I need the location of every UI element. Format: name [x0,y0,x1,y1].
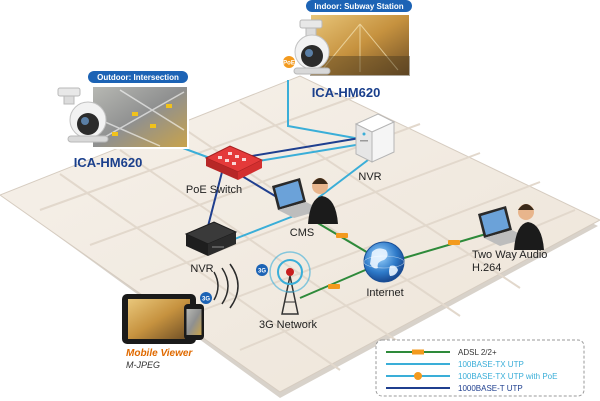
link-switch-nvr-top-a [239,137,361,159]
tablet-icon [122,294,196,344]
internet-globe: Internet [363,241,405,299]
globe-icon [363,241,405,283]
location-badge-indoor [306,0,412,12]
3g-badge-a [256,264,268,276]
internet-label: Internet [366,287,403,299]
legend-item: ADSL 2/2+ [386,348,497,357]
mobile-viewer: Mobile Viewer M-JPEG [122,294,204,370]
outdoor-camera-model: ICA-HM620 [74,155,143,170]
3g-badge-a-text: 3G [258,269,266,275]
cell-tower-icon [269,251,311,315]
legend: ADSL 2/2+ 100BASE-TX UTP 100BASE-TX UTP wi… [375,339,585,397]
audio-codec-label: H.264 [472,262,501,274]
nvr-left: NVR [184,221,238,275]
dome-camera-icon [57,87,109,143]
location-badge-outdoor [88,71,188,83]
mobile-viewer-codec: M-JPEG [126,360,160,370]
legend-label: 100BASE-TX UTP [458,360,524,369]
legend-label: ADSL 2/2+ [458,348,497,357]
adsl-tag-swatch [412,349,424,355]
nvr-left-label: NVR [190,263,213,275]
location-badge-outdoor-text: Outdoor: Intersection [97,73,179,82]
cms-workstation: CMS [272,178,338,239]
two-way-audio-workstation: Two Way Audio H.264 [472,204,547,274]
user-icon [308,178,338,224]
smartphone-icon [184,304,204,340]
legend-item: 1000BASE-T UTP [386,384,523,393]
legend-label: 100BASE-TX UTP with PoE [458,372,557,381]
two-way-audio-label: Two Way Audio [472,249,547,261]
location-badge-indoor-text: Indoor: Subway Station [314,2,403,11]
link-nvr-top-cms [317,159,369,199]
poe-dot-swatch [414,372,422,380]
nvr-top: NVR [354,113,396,183]
adsl-tags [328,233,460,289]
link-switch-nvr-left [205,171,223,235]
cms-label: CMS [290,227,314,239]
poe-badge-text: PoE [283,61,295,67]
indoor-camera-model: ICA-HM620 [312,85,381,100]
user-icon [514,204,544,250]
dome-camera-icon [293,19,331,75]
legend-item: 100BASE-TX UTP with PoE [386,372,557,381]
network-3g-label: 3G Network [259,319,318,331]
link-internet-3g [299,267,371,299]
poe-switch: PoE Switch [186,145,264,196]
link-internet-audio [403,233,487,259]
outdoor-camera-group: Outdoor: Intersection ICA-HM620 [57,71,189,170]
link-indoor-camera [287,80,367,141]
nvr-top-label: NVR [358,171,381,183]
legend-label: 1000BASE-T UTP [458,384,523,393]
indoor-camera-group: Indoor: Subway Station PoE ICA-HM620 [283,0,412,100]
3g-badge-b [200,292,212,304]
network-3g: 3G 3G Network [256,251,318,331]
3g-badge-b-text: 3G [202,297,210,303]
poe-badge [283,56,295,68]
mobile-viewer-title: Mobile Viewer [126,348,193,359]
wireless-arcs [213,263,239,309]
poe-switch-label: PoE Switch [186,184,242,196]
legend-item: 100BASE-TX UTP [386,360,524,369]
